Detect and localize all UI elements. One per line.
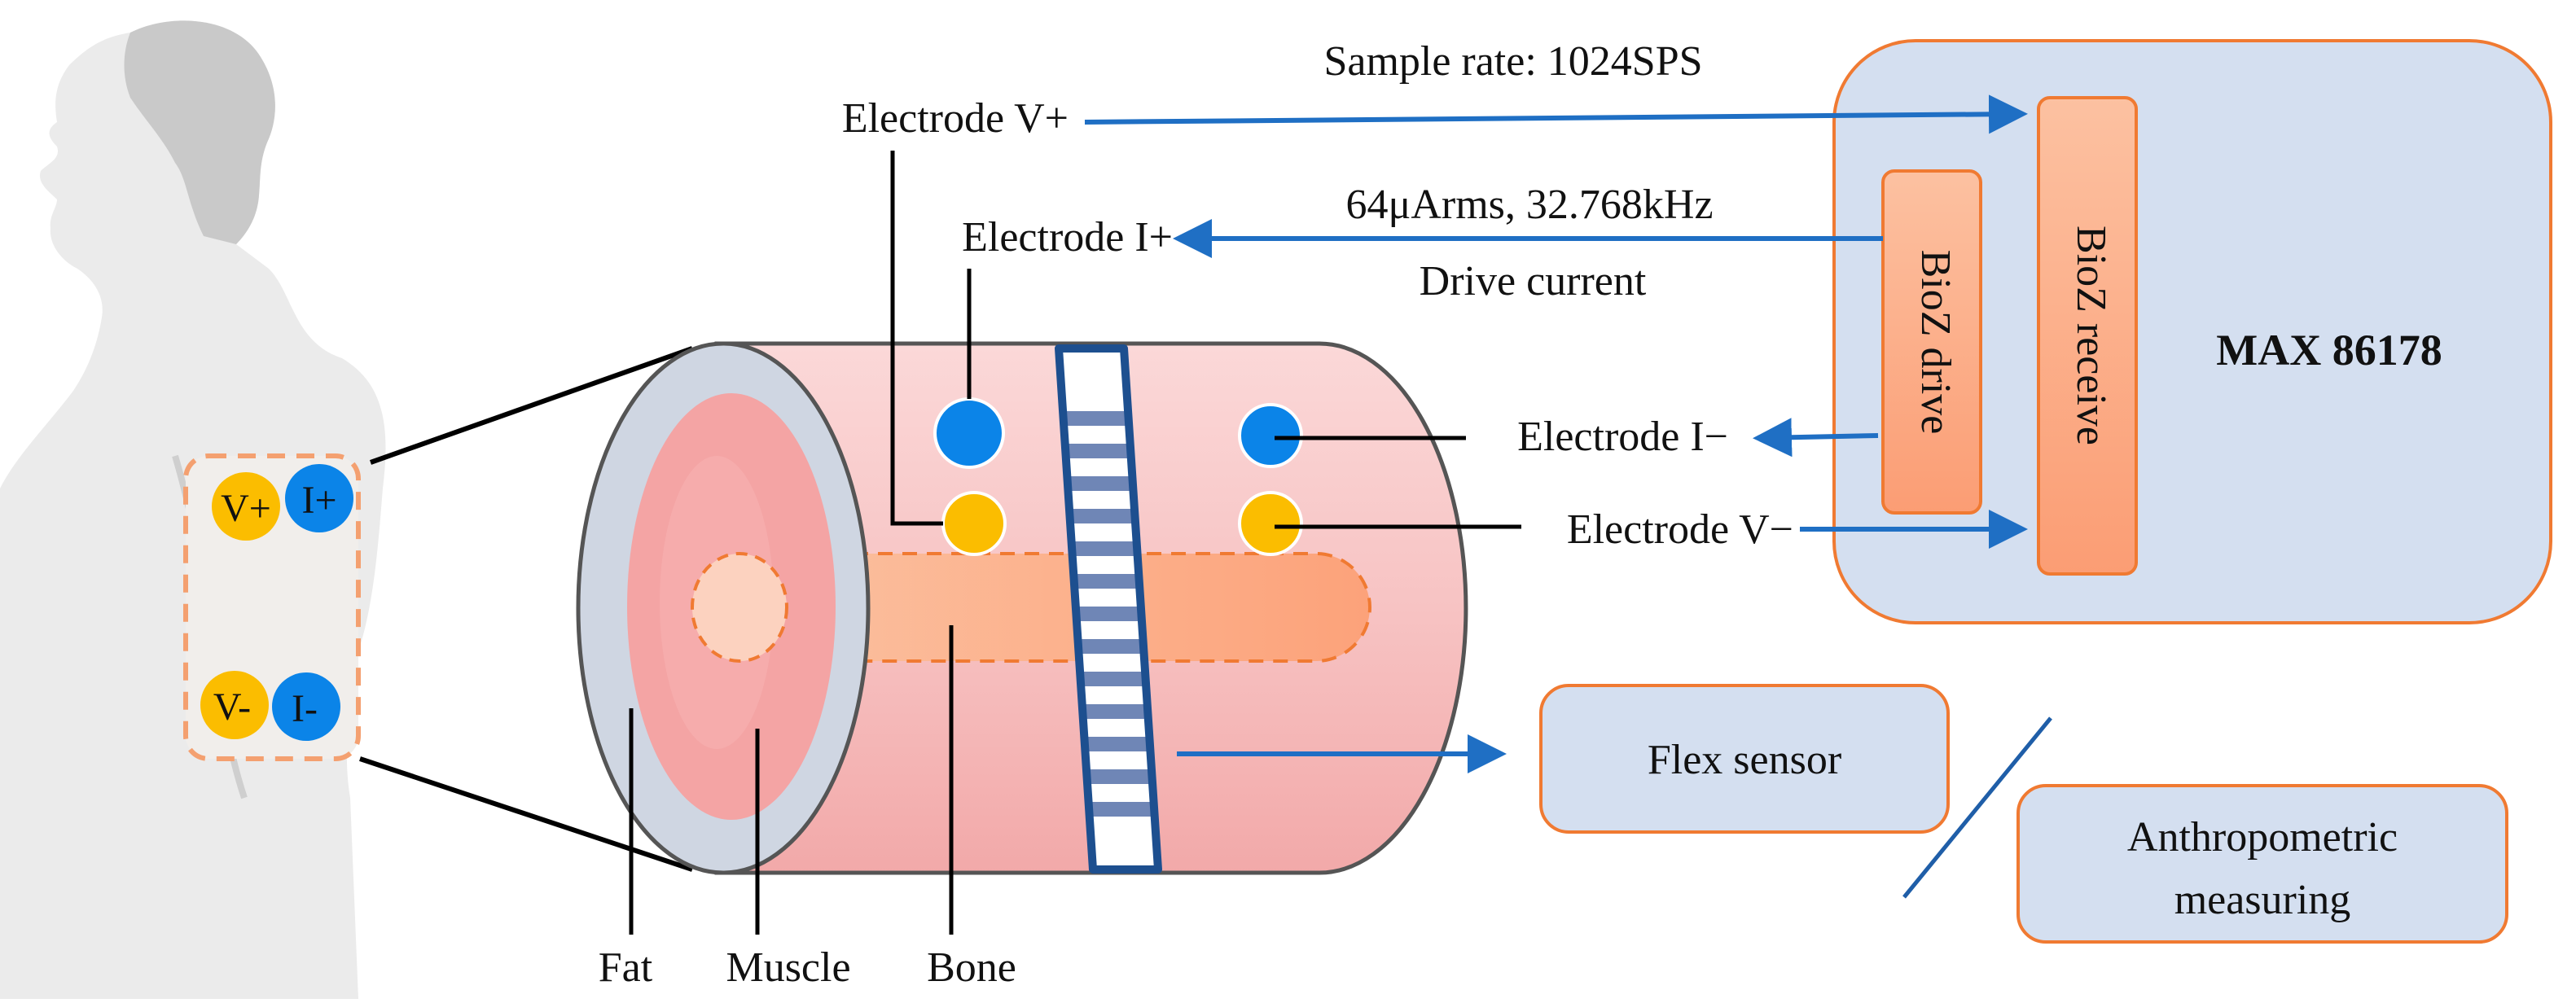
zoom-line-bottom xyxy=(359,756,693,872)
bone-end xyxy=(691,552,788,663)
svg-text:V-: V- xyxy=(213,685,251,729)
svg-text:BioZ drive: BioZ drive xyxy=(1912,250,1959,435)
arm-electrode-v-plus: V+ xyxy=(212,472,280,541)
svg-text:I+: I+ xyxy=(301,479,336,522)
anthropometric-box: Anthropometric measuring xyxy=(2016,784,2508,944)
drive-current-label: Drive current xyxy=(1420,258,1647,304)
svg-text:Anthropometric: Anthropometric xyxy=(2127,814,2398,861)
svg-text:I-: I- xyxy=(292,687,318,730)
arm-electrode-i-plus: I+ xyxy=(285,464,353,532)
svg-text:measuring: measuring xyxy=(2174,877,2351,923)
arrow-v-plus-to-receive xyxy=(1084,94,2028,134)
bioz-receive-block: BioZ receive xyxy=(2037,96,2138,576)
cylinder-electrode-i-plus xyxy=(933,397,1005,469)
alternative-divider xyxy=(1902,716,2052,899)
leader-v-plus xyxy=(890,151,943,526)
zoom-line-top xyxy=(369,346,694,465)
arm-electrode-i-minus: I- xyxy=(272,672,340,741)
arm-electrode-v-minus: V- xyxy=(200,671,269,739)
bioz-drive-block: BioZ drive xyxy=(1881,169,1982,515)
fat-label: Fat xyxy=(599,944,653,991)
svg-text:Flex sensor: Flex sensor xyxy=(1648,737,1841,783)
electrode-i-minus-label: Electrode I− xyxy=(1517,414,1728,460)
flex-sensor-band xyxy=(1055,344,1162,874)
arrow-drive-to-i-minus xyxy=(1753,418,1879,458)
electrode-v-plus-label: Electrode V+ xyxy=(842,95,1069,142)
flex-sensor-box: Flex sensor xyxy=(1539,684,1950,834)
chip-name: MAX 86178 xyxy=(2216,326,2442,374)
electrode-v-minus-label: Electrode V− xyxy=(1567,506,1793,553)
max86178-panel xyxy=(1832,39,2552,624)
drive-spec-label: 64μArms, 32.768kHz xyxy=(1345,182,1713,228)
cylinder-electrode-v-minus xyxy=(1238,491,1303,556)
svg-text:V+: V+ xyxy=(221,487,271,530)
cylinder-electrode-v-plus xyxy=(941,491,1007,556)
muscle-label: Muscle xyxy=(726,944,850,991)
electrode-i-plus-label: Electrode I+ xyxy=(962,214,1173,261)
cylinder-electrode-i-minus xyxy=(1238,403,1303,468)
svg-text:BioZ receive: BioZ receive xyxy=(2068,226,2114,445)
arm-tissue-cylinder xyxy=(576,341,1468,875)
bone-label: Bone xyxy=(927,944,1016,991)
sample-rate-label: Sample rate: 1024SPS xyxy=(1323,38,1702,85)
